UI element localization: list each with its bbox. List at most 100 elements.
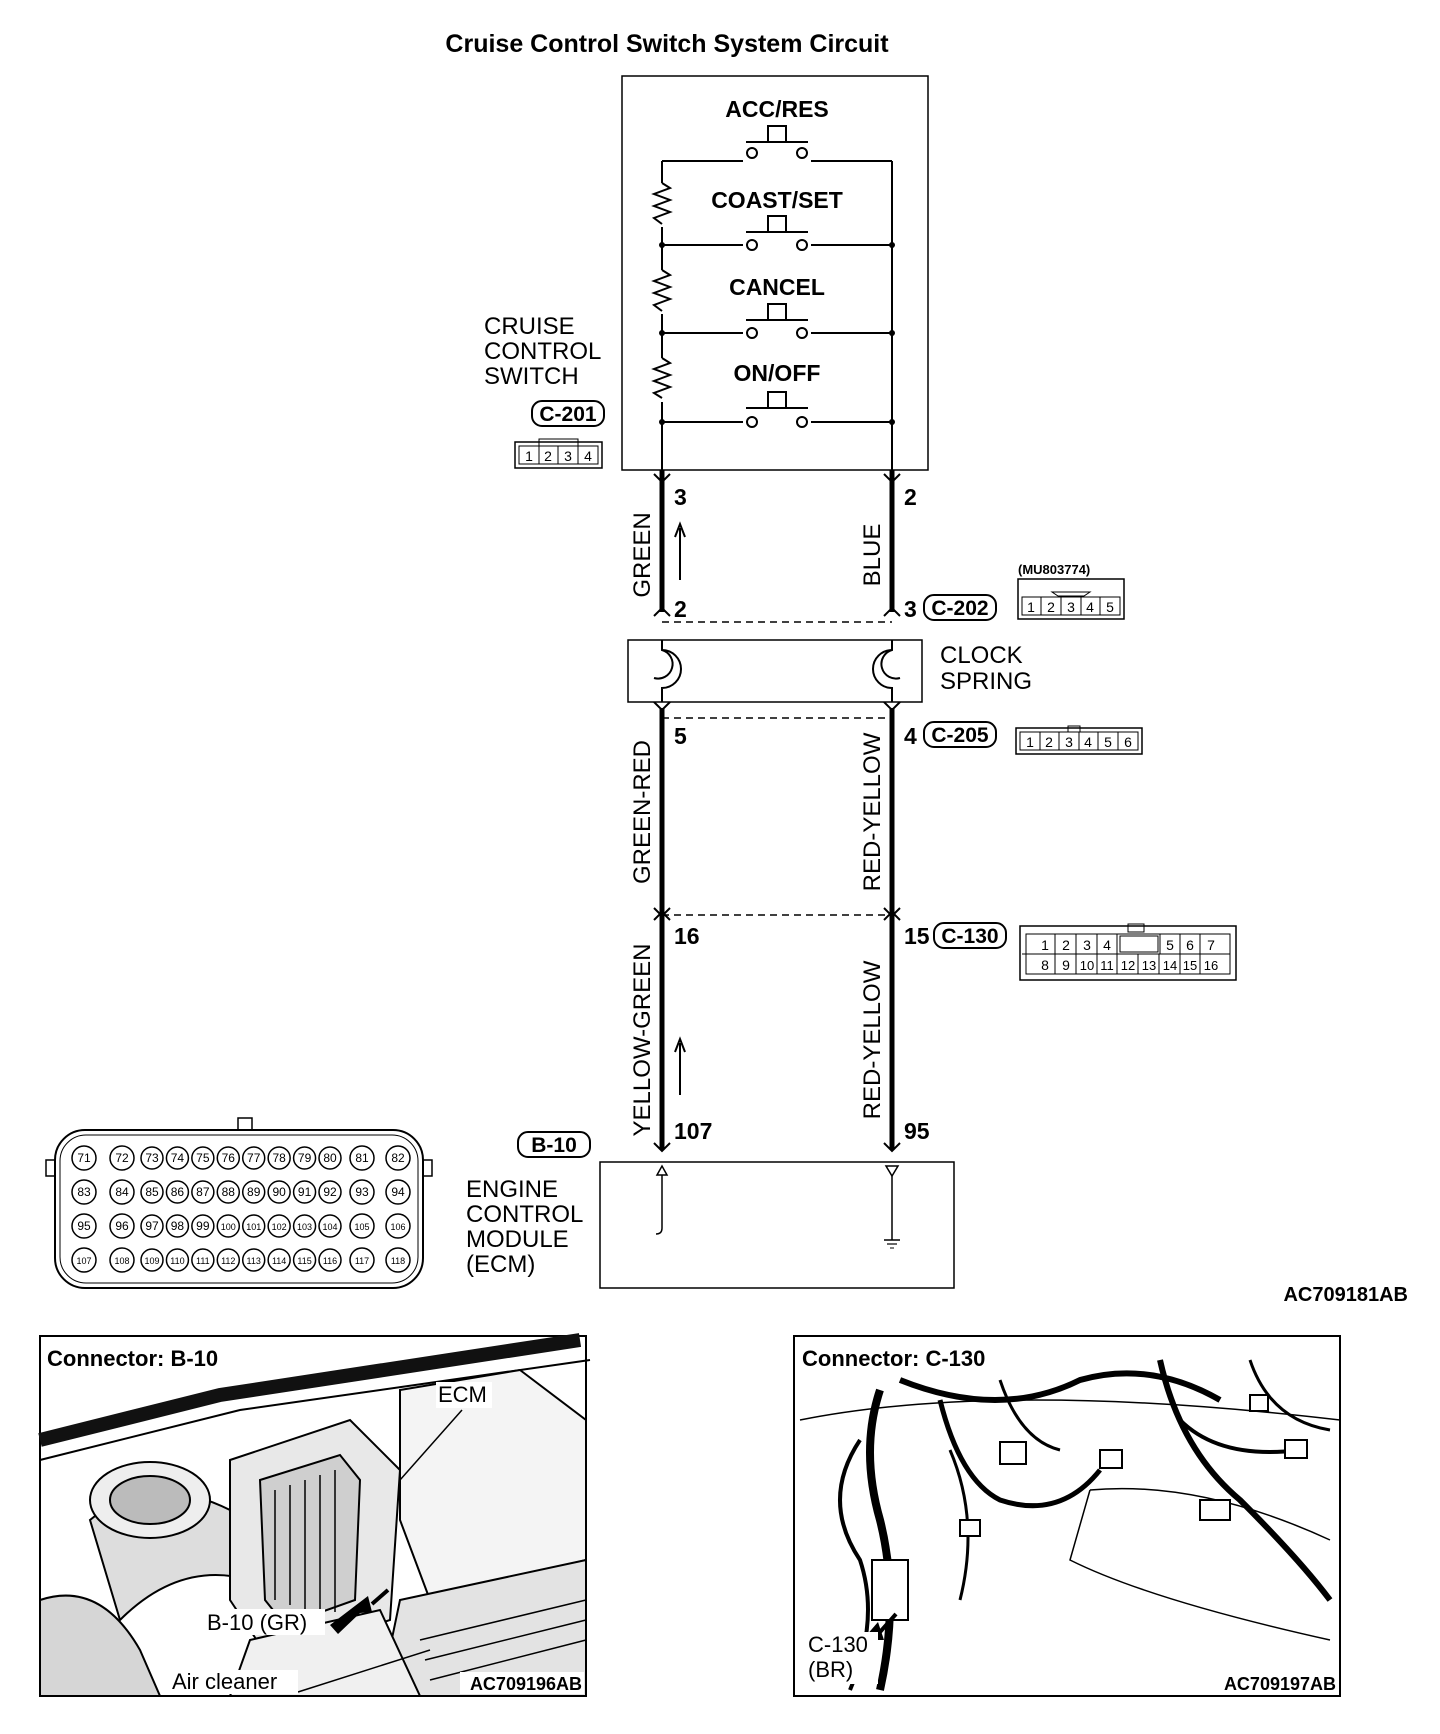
b10-pin: [292, 1180, 317, 1204]
b10-pin: [267, 1214, 291, 1238]
b10-pin-label: 106: [390, 1222, 405, 1232]
diagram-title: Cruise Control Switch System Circuit: [445, 30, 889, 58]
pin-right-ecm: 95: [904, 1118, 930, 1144]
switch-label-acc-res: ACC/RES: [725, 96, 829, 122]
b10-pin-label: 107: [76, 1256, 91, 1266]
b10-pin: [349, 1213, 375, 1239]
b10-pin: [385, 1213, 411, 1239]
b10-pin-label: 93: [355, 1185, 369, 1199]
photo-right-c130-label: C-130: [808, 1632, 868, 1657]
svg-text:5: 5: [1106, 599, 1114, 615]
switch-box: [621, 75, 929, 471]
svg-text:C-201: C-201: [539, 403, 597, 426]
b10-pin-label: 100: [221, 1222, 236, 1232]
b10-pin: [241, 1214, 266, 1238]
b10-pin-label: 94: [391, 1185, 405, 1199]
b10-pin-label: 117: [355, 1256, 369, 1266]
b10-pin-label: 71: [77, 1151, 91, 1165]
b10-pin: [165, 1248, 190, 1272]
b10-pin: [349, 1145, 375, 1171]
b10-pin-label: 112: [221, 1256, 235, 1266]
switch-label-cancel: CANCEL: [729, 274, 825, 300]
svg-text:4: 4: [1086, 599, 1094, 615]
b10-pin-label: 88: [222, 1185, 236, 1199]
b10-pin-label: 101: [246, 1222, 261, 1232]
b10-pin: [349, 1179, 375, 1205]
svg-text:1: 1: [1026, 734, 1034, 750]
photo-left-b10-label: B-10 (GR): [207, 1610, 307, 1635]
b10-pin: [140, 1180, 164, 1204]
b10-pin-label: 113: [247, 1256, 261, 1266]
b10-pin: [216, 1180, 241, 1204]
b10-pin: [140, 1248, 164, 1272]
b10-pin-label: 78: [272, 1151, 286, 1165]
b10-pin-label: 105: [354, 1222, 369, 1232]
switch-on-off: [662, 391, 892, 428]
b10-pin: [109, 1145, 135, 1171]
b10-pin: [318, 1214, 342, 1238]
b10-pin-label: 72: [115, 1151, 129, 1165]
b10-pin: [109, 1179, 135, 1205]
current-arrow-upper: [674, 521, 686, 580]
b10-pin: [71, 1179, 97, 1205]
b10-pin-label: 81: [355, 1151, 369, 1165]
svg-text:2: 2: [1045, 734, 1053, 750]
svg-text:7: 7: [1207, 937, 1215, 953]
clock-spring: CLOCK SPRING: [627, 639, 1032, 703]
svg-text:6: 6: [1124, 734, 1132, 750]
connector-c202: C-202 (MU803774) 1 2 3 4 5: [923, 562, 1125, 621]
b10-pin: [349, 1247, 375, 1273]
svg-text:5: 5: [1104, 734, 1112, 750]
svg-text:C-205: C-205: [931, 724, 989, 747]
b10-pin-label: 92: [323, 1185, 337, 1199]
b10-pin: [191, 1146, 215, 1170]
pin-left-ecm: 107: [674, 1118, 712, 1144]
svg-text:1: 1: [525, 448, 533, 464]
wire-color-red-yellow-lower: RED-YELLOW: [859, 960, 886, 1119]
b10-pin: [109, 1213, 135, 1239]
svg-text:11: 11: [1100, 958, 1114, 973]
svg-text:6: 6: [1186, 937, 1194, 953]
svg-text:CRUISE: CRUISE: [484, 313, 575, 340]
svg-text:(MU803774): (MU803774): [1018, 562, 1090, 577]
b10-pin: [216, 1214, 241, 1238]
b10-pin-label: 74: [171, 1151, 185, 1165]
b10-pin-label: 77: [247, 1151, 261, 1165]
cruise-control-switch: ACC/RES COAST/SET CANCEL ON/OFF: [621, 75, 929, 472]
wire-color-green: GREEN: [629, 512, 656, 597]
b10-pin-label: 90: [272, 1185, 286, 1199]
b10-pin: [140, 1214, 164, 1238]
resistor-ladder: [651, 182, 673, 402]
pin-right-top: 2: [904, 484, 917, 510]
photo-left-code: AC709196AB: [470, 1674, 582, 1694]
photo-left-ecm-label: ECM: [438, 1382, 487, 1407]
c130-pin-labels: 1 2 3 4 5 6 7 8 9 10 11 12 13 14 15 16: [1041, 937, 1218, 973]
dash-harness-illustration: [799, 1359, 1341, 1691]
b10-pin-label: 87: [196, 1185, 210, 1199]
svg-text:C-130: C-130: [941, 925, 998, 948]
switch-label-on-off: ON/OFF: [734, 360, 821, 386]
b10-pin: [71, 1145, 97, 1171]
svg-text:2: 2: [1047, 599, 1055, 615]
svg-text:3: 3: [1067, 599, 1075, 615]
b10-pin-label: 91: [298, 1185, 312, 1199]
svg-text:CONTROL: CONTROL: [484, 338, 601, 365]
svg-text:B-10: B-10: [531, 1134, 577, 1157]
cruise-switch-label: CRUISE CONTROL SWITCH: [484, 313, 601, 390]
svg-text:4: 4: [1103, 937, 1111, 953]
connector-c205: C-205 1 2 3 4 5 6: [923, 721, 1143, 755]
svg-text:16: 16: [1204, 958, 1218, 973]
svg-text:8: 8: [1041, 957, 1049, 973]
b10-pin: [191, 1214, 215, 1238]
svg-text:MODULE: MODULE: [466, 1226, 569, 1253]
b10-pin-label: 110: [170, 1256, 184, 1266]
b10-pin-label: 82: [391, 1151, 405, 1165]
b10-pin: [191, 1180, 215, 1204]
b10-pin-label: 96: [115, 1219, 129, 1233]
b10-pin: [318, 1248, 342, 1272]
svg-text:2: 2: [1062, 937, 1070, 953]
svg-text:1: 1: [1027, 599, 1035, 615]
b10-pin: [109, 1247, 135, 1273]
current-arrow-lower: [674, 1036, 686, 1095]
